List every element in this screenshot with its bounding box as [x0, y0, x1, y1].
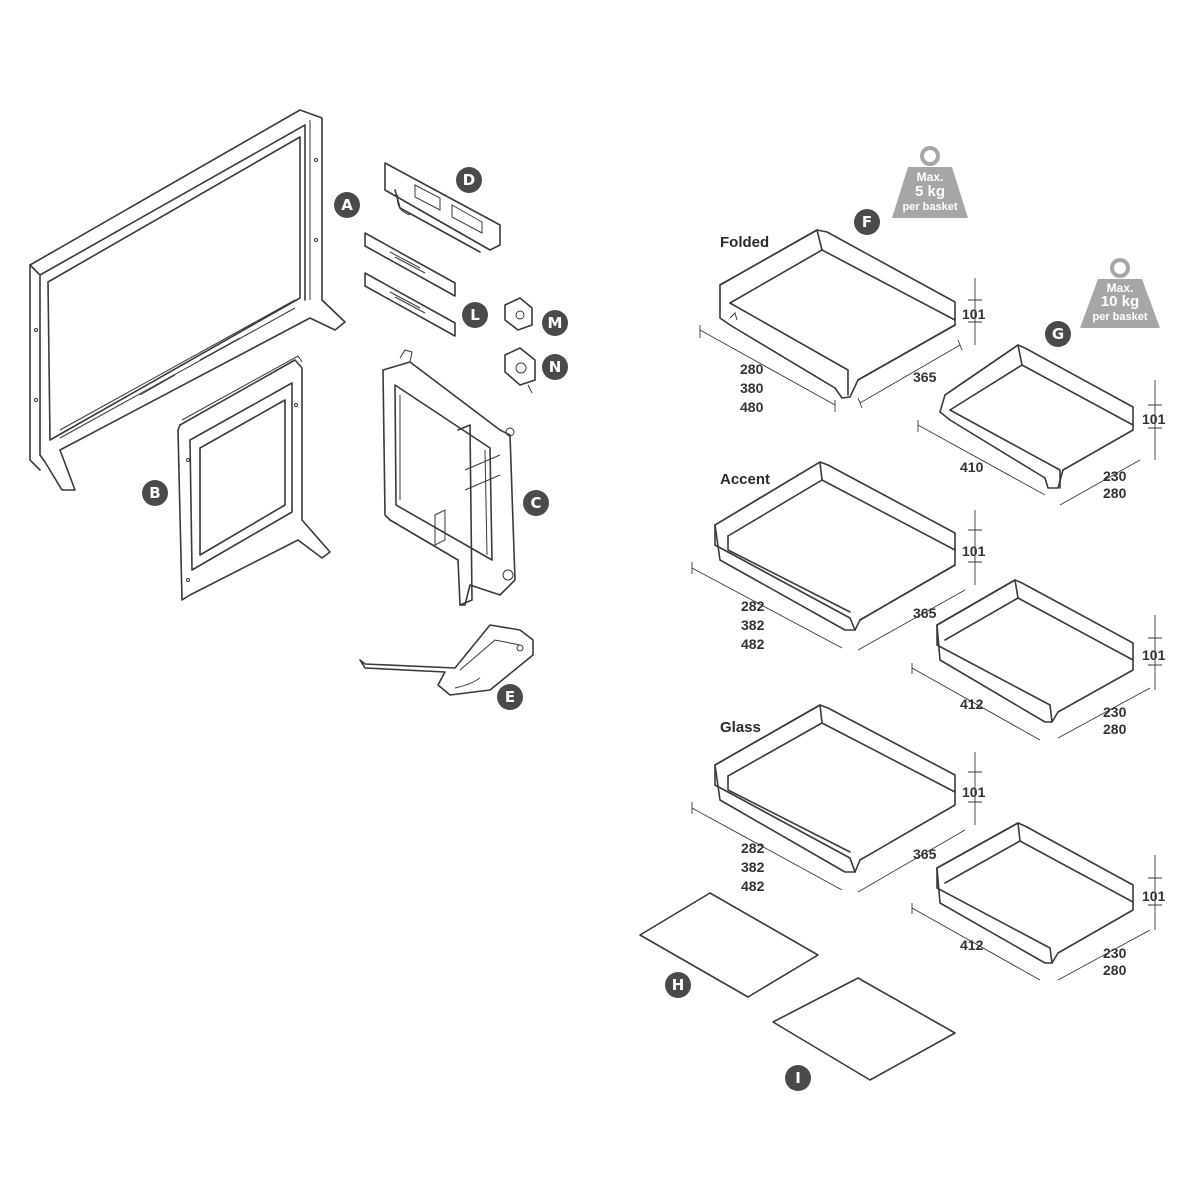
dim-glass-large-width-2: 382: [741, 859, 765, 875]
badge-c: C: [523, 490, 549, 516]
dim-glass-large-height: 101: [962, 784, 986, 800]
badge-b: B: [142, 480, 168, 506]
weight-f-line1: Max.: [917, 170, 944, 184]
basket-folded-large: [699, 229, 982, 412]
svg-text:A: A: [341, 196, 353, 214]
badge-n: N: [542, 354, 568, 380]
dim-folded-large-height: 101: [962, 306, 986, 322]
part-m-block: [504, 297, 533, 331]
badge-l: L: [462, 302, 488, 328]
dim-folded-large-width-1: 280: [740, 361, 764, 377]
dim-accent-small-width: 412: [960, 696, 984, 712]
badge-m: M: [542, 310, 568, 336]
section-title-folded: Folded: [720, 234, 769, 251]
dim-accent-large-width-1: 282: [741, 598, 765, 614]
part-c-mechanism: [382, 349, 516, 606]
weight-icon-10kg: Max. 10 kg per basket: [1080, 258, 1160, 328]
dim-glass-large-depth: 365: [913, 846, 937, 862]
dim-glass-small-width: 412: [960, 937, 984, 953]
badge-g: G: [1045, 321, 1071, 347]
part-b-frame: [177, 355, 331, 601]
basket-accent-large: [691, 461, 982, 651]
weight-g-line1: Max.: [1107, 281, 1134, 295]
dim-accent-large-width-3: 482: [741, 636, 765, 652]
dim-folded-small-depth-2: 280: [1103, 485, 1127, 501]
badge-i: I: [785, 1065, 811, 1091]
badge-d: D: [456, 167, 482, 193]
weight-g-line3: per basket: [1092, 311, 1147, 323]
dim-glass-large-width-3: 482: [741, 878, 765, 894]
part-n-block: [504, 347, 536, 394]
dim-accent-small-depth-1: 230: [1103, 704, 1127, 720]
svg-text:B: B: [149, 484, 160, 502]
glass-panel-h: [639, 892, 819, 998]
dim-accent-small-depth-2: 280: [1103, 721, 1127, 737]
dim-accent-large-width-2: 382: [741, 617, 765, 633]
part-e-arm: [359, 624, 534, 696]
dim-glass-large-width-1: 282: [741, 840, 765, 856]
badge-f: F: [854, 209, 880, 235]
basket-glass-small: [911, 822, 1162, 981]
svg-text:G: G: [1052, 325, 1064, 343]
basket-folded-small: [917, 344, 1162, 506]
dim-folded-small-depth-1: 230: [1103, 468, 1127, 484]
dim-accent-small-height: 101: [1142, 647, 1166, 663]
dim-folded-large-depth: 365: [913, 369, 937, 385]
dim-glass-small-depth-1: 230: [1103, 945, 1127, 961]
svg-text:E: E: [505, 688, 515, 706]
weight-f-line2: 5 kg: [915, 183, 945, 200]
dim-folded-large-width-3: 480: [740, 399, 764, 415]
badge-a: A: [334, 192, 360, 218]
svg-text:N: N: [549, 358, 562, 376]
weight-icon-5kg: Max. 5 kg per basket: [892, 146, 968, 218]
weight-f-line3: per basket: [902, 201, 957, 213]
section-title-accent: Accent: [720, 471, 770, 488]
basket-accent-small: [911, 579, 1162, 741]
svg-text:I: I: [795, 1069, 801, 1087]
part-d-bracket: [384, 162, 501, 253]
dim-folded-small-height: 101: [1142, 411, 1166, 427]
dim-accent-large-depth: 365: [913, 605, 937, 621]
svg-text:C: C: [530, 494, 541, 512]
svg-text:D: D: [463, 171, 475, 189]
glass-panel-i: [772, 977, 956, 1081]
dim-folded-small-width: 410: [960, 459, 984, 475]
basket-glass-large: [691, 704, 982, 893]
svg-text:F: F: [862, 213, 872, 231]
part-l-rails: [364, 232, 456, 337]
badge-h: H: [665, 972, 691, 998]
dim-glass-small-depth-2: 280: [1103, 962, 1127, 978]
dim-accent-large-height: 101: [962, 543, 986, 559]
part-a-frame: [29, 109, 346, 491]
section-title-glass: Glass: [720, 719, 761, 736]
dim-glass-small-height: 101: [1142, 888, 1166, 904]
svg-text:L: L: [470, 306, 480, 324]
svg-text:H: H: [672, 976, 685, 994]
dim-folded-large-width-2: 380: [740, 380, 764, 396]
svg-text:M: M: [548, 314, 563, 332]
weight-g-line2: 10 kg: [1101, 293, 1139, 310]
badge-e: E: [497, 684, 523, 710]
